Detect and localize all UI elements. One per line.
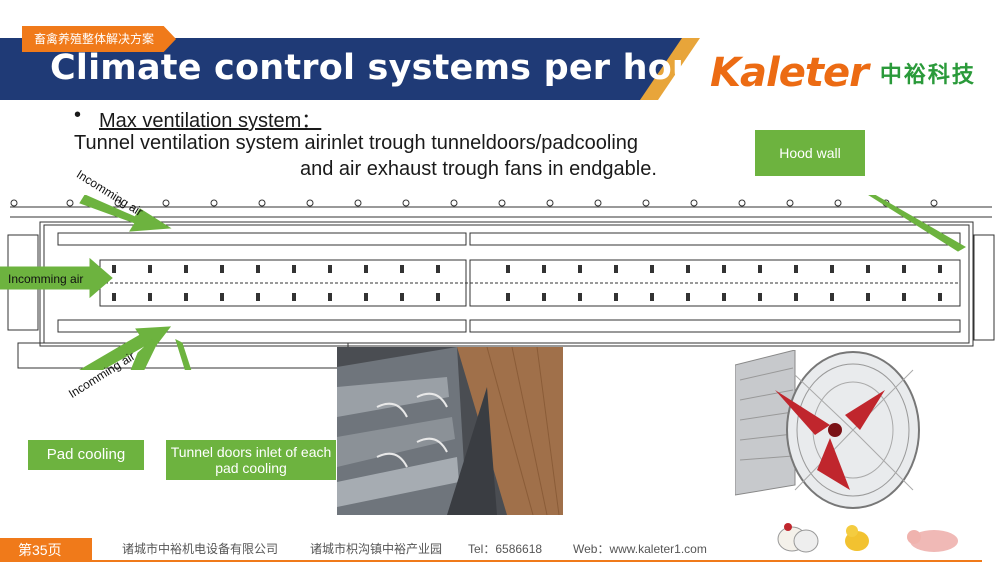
feeder-lines [112, 265, 942, 301]
incoming-air-label-mid: Incomming air [8, 272, 84, 286]
pad-cooling-callout: Pad cooling [28, 440, 144, 470]
page-number: 第35页 [0, 538, 92, 562]
exhaust-fan-photo [735, 350, 920, 509]
bullet-dot: • [74, 104, 82, 126]
airflow-arrows [0, 195, 967, 370]
footer-web: Web：www.kaleter1.com [573, 542, 707, 556]
company-logo: Kaleter 中裕科技 [710, 50, 976, 96]
pad-cooling-photo [337, 347, 563, 515]
bullet-text: Max ventilation system： [99, 110, 322, 132]
footer-company: 诸城市中裕机电设备有限公司 [122, 542, 279, 556]
category-tag: 畜禽养殖整体解决方案 [22, 26, 177, 52]
description-line-1: Tunnel ventilation system airinlet troug… [74, 132, 639, 154]
description-line-2: and air exhaust trough fans in endgable. [300, 158, 657, 180]
footer-divider [92, 560, 982, 562]
bullet-item: • Max ventilation system： [74, 104, 321, 133]
tunnel-doors-callout: Tunnel doors inlet of each pad cooling [166, 440, 336, 480]
livestock-illustration [777, 523, 958, 553]
footer-address: 诸城市枳沟镇中裕产业园 [310, 542, 443, 556]
logo-text-cn: 中裕科技 [879, 62, 976, 87]
logo-text-en: Kaleter [710, 50, 869, 96]
footer-tel: Tel：6586618 [468, 542, 543, 556]
house-floor-plan [0, 195, 995, 370]
hood-wall-callout: Hood wall [755, 130, 865, 176]
slide-title: Climate control systems per house [50, 48, 743, 88]
column-markers [10, 199, 938, 207]
